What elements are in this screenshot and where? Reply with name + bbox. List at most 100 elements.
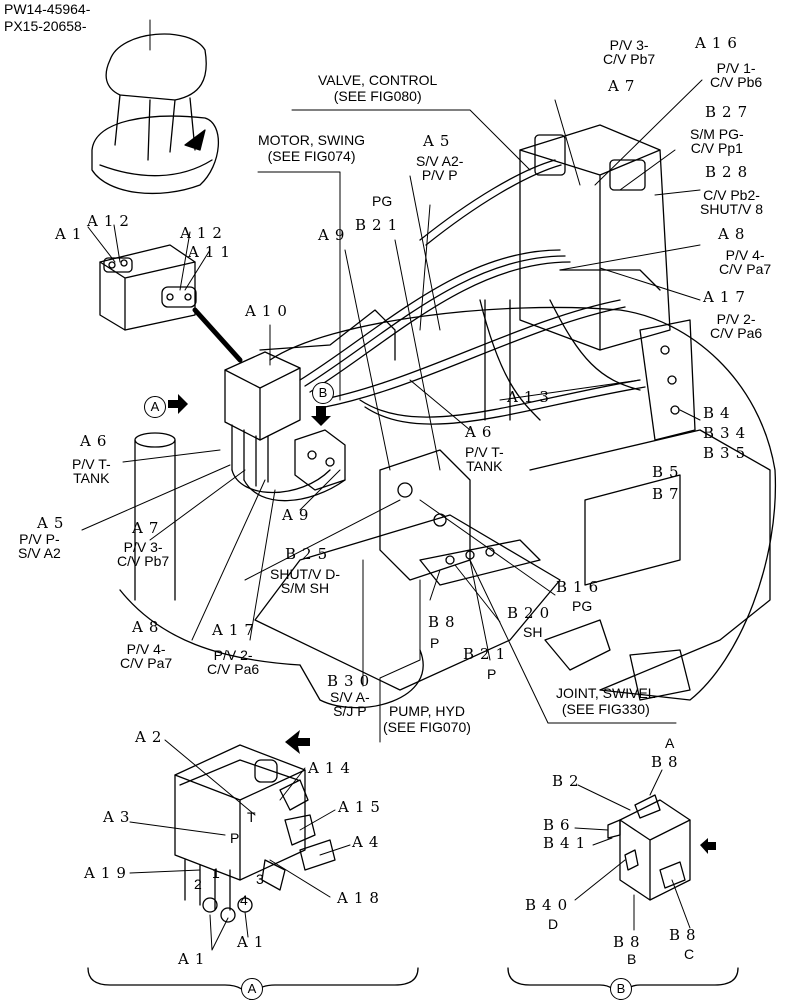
code-a8-left: A8 — [132, 618, 165, 636]
view-marker-b: B — [312, 382, 334, 404]
detail-a-code-a14: A14 — [308, 759, 356, 777]
label-cv-pb2-shutv8-l1: C/V Pb2- — [703, 187, 760, 203]
label-pv3-cv-pb7-top-l1: P/V 3- — [609, 37, 649, 53]
label-pv4-cv-pa7-left: P/V 4-C/V Pa7 — [120, 642, 172, 670]
code-b21-top: B21 — [355, 216, 404, 234]
detail-a-marker: A — [241, 978, 263, 1000]
label-sm-pg-cv-pp1-l2: C/V Pp1 — [690, 140, 743, 156]
label-p-b8: P — [430, 635, 440, 651]
label-pv-t-tank-mid-l2: TANK — [466, 458, 503, 474]
label-pv1-cv-pb6-l1: P/V 1- — [716, 60, 756, 76]
label-pv4-cv-pa7-left-l1: P/V 4- — [126, 641, 166, 657]
label-sm-pg-cv-pp1-l1: S/M PG- — [690, 126, 744, 142]
code-a10: A10 — [245, 302, 293, 320]
label-shutv-d-sm-sh-l1: SHUT/V D- — [270, 566, 340, 582]
code-b5: B5 — [652, 463, 685, 481]
detail-a-port-1: 1 — [212, 865, 220, 881]
valve-block-small — [99, 244, 243, 363]
detail-b-marker: B — [610, 978, 632, 1000]
detail-a-code-a4: A4 — [352, 833, 385, 851]
code-a7-top: A7 — [608, 77, 641, 95]
detail-a-code-a1-right: A1 — [237, 933, 270, 951]
code-b35: B35 — [703, 444, 752, 462]
detail-b-port-d: D — [548, 916, 559, 932]
callout-valve-control: VALVE, CONTROL (SEE FIG080) — [318, 73, 437, 103]
detail-a-port-4: 4 — [240, 892, 248, 908]
label-sm-pg-cv-pp1: S/M PG-C/V Pp1 — [690, 127, 744, 155]
detail-a-code-a2: A2 — [135, 728, 168, 746]
detail-b-code-b8-c: B8 — [669, 926, 702, 944]
detail-a-code-a15: A15 — [338, 798, 386, 816]
label-pv-p-sv-a2-l2: S/V A2 — [18, 545, 61, 561]
label-cv-pb2-shutv8-l2: SHUT/V 8 — [700, 201, 764, 217]
label-sv-a2-pv-p-l2: P/V P — [421, 167, 458, 183]
detail-a-port-3: 3 — [256, 871, 264, 887]
callout-valve-control-line2: (SEE FIG080) — [333, 88, 422, 104]
code-a8-right: A8 — [718, 225, 751, 243]
label-sh-b20: SH — [523, 624, 543, 640]
post-left — [134, 432, 176, 601]
callout-pump-hyd-line2: (SEE FIG070) — [383, 719, 471, 735]
code-b21-mid: B21 — [463, 645, 512, 663]
code-a12-right: A12 — [180, 224, 228, 242]
code-a17-left: A17 — [212, 621, 260, 639]
code-a5-top: A5 — [423, 132, 456, 150]
detail-b-port-c: C — [684, 946, 695, 962]
code-a9-top: A9 — [318, 226, 351, 244]
label-pv-t-tank-left-l2: TANK — [73, 470, 110, 486]
label-pv4-cv-pa7-left-l2: C/V Pa7 — [120, 655, 173, 671]
detail-a-code-a3: A3 — [103, 808, 136, 826]
code-a13: A13 — [507, 388, 555, 406]
machine-thumbnail — [91, 33, 219, 194]
label-pv-t-tank-mid: P/V T-TANK — [465, 445, 504, 473]
label-pv-t-tank-mid-l1: P/V T- — [465, 444, 504, 460]
pump-main — [379, 449, 541, 586]
pilot-valve-main — [224, 351, 346, 502]
callout-motor-swing-line2: (SEE FIG074) — [267, 148, 356, 164]
detail-b-code-b8-b: B8 — [613, 933, 646, 951]
label-cv-pb2-shutv8: C/V Pb2-SHUT/V 8 — [700, 188, 763, 216]
label-sv-a2-pv-p-l1: S/V A2- — [416, 153, 464, 169]
code-b30: B30 — [327, 672, 376, 690]
code-b25: B25 — [285, 545, 334, 563]
label-pv3-cv-pb7-left-l1: P/V 3- — [123, 539, 163, 555]
detail-b-code-b8-a: B8 — [651, 753, 684, 771]
code-a7-left: A7 — [132, 519, 165, 537]
code-b34: B34 — [703, 424, 752, 442]
detail-b-code-b2: B2 — [552, 772, 585, 790]
code-a1-top: A1 — [55, 225, 88, 243]
swivel-block-main — [294, 429, 346, 491]
code-a11: A11 — [188, 243, 236, 261]
callout-joint-swivel: JOINT, SWIVEL (SEE FIG330) — [556, 686, 656, 716]
detail-b-port-b: B — [627, 951, 637, 967]
code-a17-right: A17 — [703, 288, 751, 306]
code-b20: B20 — [507, 604, 556, 622]
label-pv4-cv-pa7-right-l1: P/V 4- — [725, 247, 765, 263]
detail-b-code-b6: B6 — [543, 816, 576, 834]
label-p-b21: P — [487, 666, 497, 682]
detail-b-drawing — [607, 794, 716, 901]
detail-a-code-a18: A18 — [337, 889, 385, 907]
label-pv3-cv-pb7-top: P/V 3-C/V Pb7 — [603, 38, 655, 66]
code-a6-left: A6 — [80, 432, 113, 450]
code-a5-left: A5 — [37, 514, 70, 532]
serial-range-1: PW14-45964- — [4, 1, 91, 17]
label-pv1-cv-pb6: P/V 1-C/V Pb6 — [710, 61, 762, 89]
label-pv2-cv-pa6-right-l1: P/V 2- — [716, 311, 756, 327]
label-pv4-cv-pa7-right: P/V 4-C/V Pa7 — [719, 248, 771, 276]
code-b7: B7 — [652, 485, 685, 503]
label-pv3-cv-pb7-left: P/V 3-C/V Pb7 — [117, 540, 169, 568]
callout-pump-hyd: PUMP, HYD (SEE FIG070) — [383, 704, 471, 734]
code-b28: B28 — [705, 163, 754, 181]
code-a16: A16 — [695, 34, 743, 52]
label-pv-p-sv-a2: P/V P-S/V A2 — [18, 532, 61, 560]
label-pv-p-sv-a2-l1: P/V P- — [19, 531, 60, 547]
detail-b-leaders — [574, 769, 691, 931]
label-pv2-cv-pa6-right-l2: C/V Pa6 — [710, 325, 763, 341]
detail-b-code-b40: B40 — [525, 896, 574, 914]
label-sv-a2-pv-p: S/V A2-P/V P — [416, 154, 463, 182]
label-pv-t-tank-left: P/V T-TANK — [72, 457, 111, 485]
label-pv3-cv-pb7-left-l2: C/V Pb7 — [117, 553, 170, 569]
label-pg-top: PG — [372, 193, 393, 209]
